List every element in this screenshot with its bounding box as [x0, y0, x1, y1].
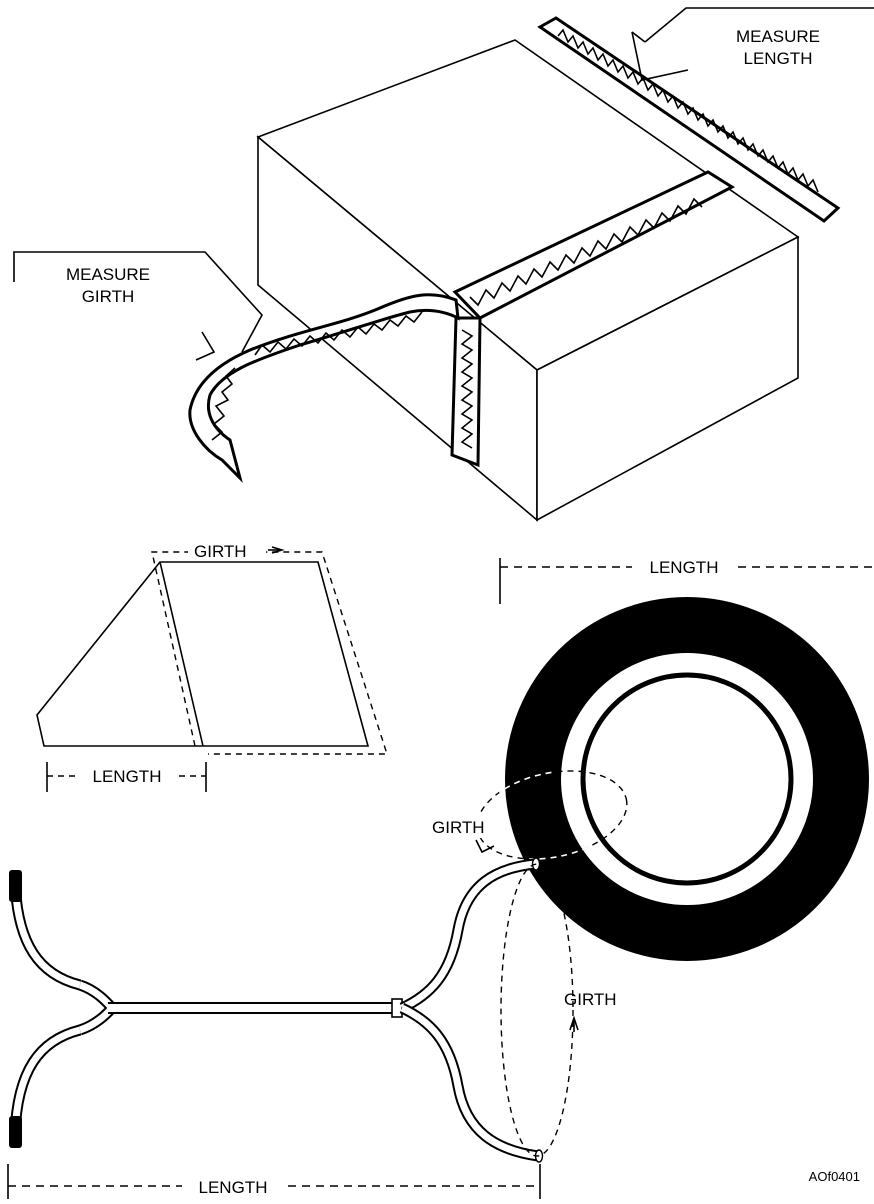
tire-rim — [580, 672, 794, 886]
wedge-girth-label: GIRTH — [194, 542, 247, 561]
hose-left-upper-branch-inner — [11, 879, 81, 989]
hose-girth-loop — [500, 863, 574, 1157]
label-mask — [182, 1174, 286, 1198]
hose-girth-label: GIRTH — [564, 990, 617, 1009]
measure-length-callout: MEASURE LENGTH — [631, 7, 874, 81]
box-right-face — [536, 235, 799, 522]
tire-girth-arrow — [475, 839, 495, 854]
hose-coupler — [391, 998, 403, 1018]
hose-length-label: LENGTH — [199, 1178, 268, 1197]
measure-girth-callout: MEASURE GIRTH — [13, 251, 263, 361]
measuring-tape-icon — [537, 16, 841, 223]
measure-length-label-1: MEASURE — [736, 27, 820, 46]
tape-tick-marks — [469, 197, 703, 307]
hose-right-upper-branch — [399, 858, 536, 1013]
label-mask — [632, 556, 736, 578]
label-mask — [80, 766, 174, 788]
girth-tape-top — [452, 170, 736, 320]
measure-girth-label-1: MEASURE — [66, 265, 150, 284]
hose-end-cap-bottom — [9, 1116, 22, 1148]
hose-right-lower-branch-inner — [400, 1004, 539, 1160]
label-mask — [188, 539, 266, 561]
tape-tick-marks — [460, 329, 474, 449]
label-mask — [430, 816, 498, 838]
loose-tape-end — [188, 293, 460, 483]
hose-left-lower-branch-inner — [11, 1026, 81, 1136]
wedge-figure: GIRTH LENGTH — [36, 539, 388, 792]
tire-girth-label: GIRTH — [432, 818, 485, 837]
wedge-length-label: LENGTH — [93, 767, 162, 786]
callout-leader — [631, 31, 646, 43]
measuring-tape-icon — [188, 293, 460, 483]
pointer-arrow-icon — [13, 251, 263, 353]
wedge-girth-loop — [151, 551, 388, 755]
length-tape — [537, 16, 841, 223]
wedge-divider — [159, 561, 204, 747]
pointer-arrow-icon — [195, 331, 216, 361]
measure-girth-label-2: GIRTH — [82, 287, 135, 306]
tire-figure: LENGTH GIRTH — [430, 556, 874, 961]
hose-right-upper-branch-inner — [400, 860, 536, 1012]
hose-end-cap-top — [9, 870, 22, 902]
pointer-arrow-icon — [631, 31, 689, 81]
box-figure — [188, 16, 841, 522]
measure-length-label-2: LENGTH — [744, 49, 813, 68]
tape-tick-marks — [211, 367, 236, 441]
tape-tick-marks — [557, 28, 819, 193]
figure-id: AOf0401 — [809, 1169, 860, 1184]
measuring-tape-icon — [450, 316, 482, 468]
tire-length-label: LENGTH — [650, 558, 719, 577]
tape-tick-marks — [254, 311, 423, 356]
pointer-arrow-icon — [644, 7, 874, 43]
hose-figure: GIRTH LENGTH — [7, 857, 617, 1199]
girth-tape-front — [450, 316, 482, 468]
wedge-outline — [36, 561, 370, 747]
